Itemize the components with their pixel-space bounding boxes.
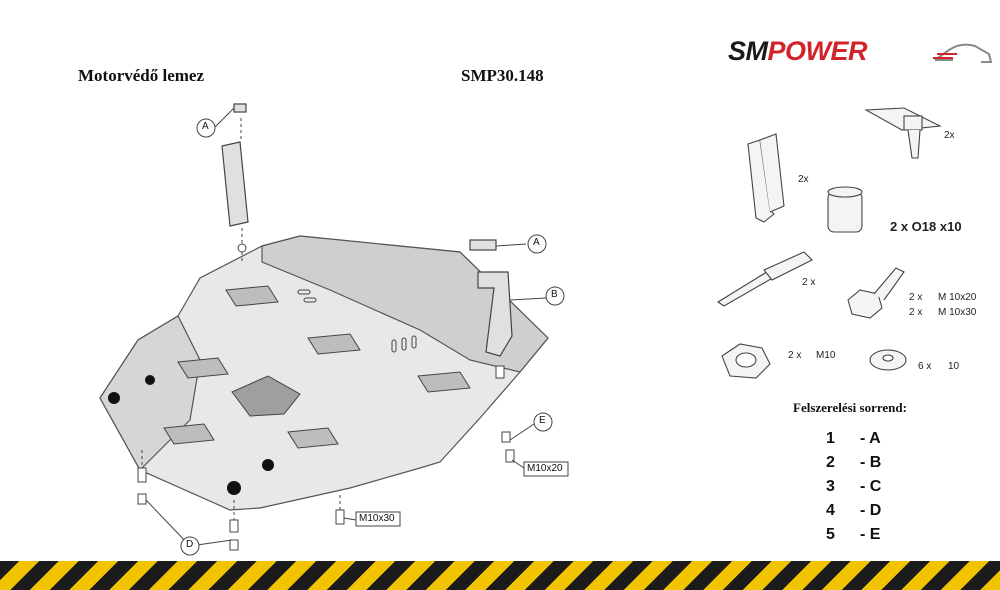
smpower-logo: SMPOWER bbox=[728, 36, 993, 72]
bracket-right bbox=[477, 271, 513, 357]
part-hex-bolt bbox=[847, 289, 883, 319]
car-silhouette-icon bbox=[933, 43, 993, 63]
assembly-step: 1- A bbox=[826, 430, 881, 447]
assembly-step: 5- E bbox=[826, 526, 881, 543]
part-spacer bbox=[827, 191, 863, 233]
vent bbox=[307, 333, 361, 355]
page-title: Motorvédő lemez bbox=[78, 66, 205, 85]
part-qty-bolt-b: 2 x bbox=[909, 307, 923, 318]
bracket-left bbox=[221, 141, 249, 227]
access-panel bbox=[231, 375, 301, 417]
assembly-step: 4- D bbox=[826, 502, 882, 519]
part-qty-bolt-a: 2 x bbox=[909, 292, 923, 303]
part-number: SMP30.148 bbox=[461, 66, 544, 85]
callout-b: B bbox=[551, 289, 558, 300]
part-cage-nut bbox=[864, 107, 942, 131]
assembly-order-title: Felszerelési sorrend: bbox=[793, 400, 907, 415]
vent bbox=[417, 371, 471, 393]
part-size-bolt-a: M 10x20 bbox=[938, 292, 977, 303]
part-qty-washer: 6 x bbox=[918, 361, 932, 372]
hazard-stripe-footer bbox=[0, 561, 1000, 590]
exploded-view-diagram bbox=[99, 103, 942, 556]
vent bbox=[177, 357, 229, 379]
vent bbox=[287, 427, 339, 449]
part-qty-cage-nut: 2x bbox=[944, 130, 955, 141]
vent bbox=[163, 423, 215, 445]
part-qty-bracket: 2x bbox=[798, 174, 809, 185]
callout-d: D bbox=[186, 539, 194, 550]
part-qty-long-plate: 2 x bbox=[802, 277, 816, 288]
part-qty-spacer: 2 x O18 x10 bbox=[890, 219, 962, 234]
part-long-plate bbox=[716, 269, 777, 307]
callout-e: E bbox=[539, 415, 546, 426]
skid-plate-rear bbox=[261, 235, 549, 373]
callout-a-right: A bbox=[533, 237, 540, 248]
bolt-label-m10x30: M10x30 bbox=[359, 513, 395, 524]
part-size-nut: M10 bbox=[816, 350, 836, 361]
part-size-washer: 10 bbox=[948, 361, 960, 372]
callout-a-left: A bbox=[202, 121, 209, 132]
part-size-bolt-b: M 10x30 bbox=[938, 307, 977, 318]
assembly-step: 3- C bbox=[826, 478, 882, 495]
vent bbox=[225, 285, 279, 307]
assembly-step: 2- B bbox=[826, 454, 882, 471]
part-qty-nut: 2 x bbox=[788, 350, 802, 361]
bolt-label-m10x20: M10x20 bbox=[527, 463, 563, 474]
